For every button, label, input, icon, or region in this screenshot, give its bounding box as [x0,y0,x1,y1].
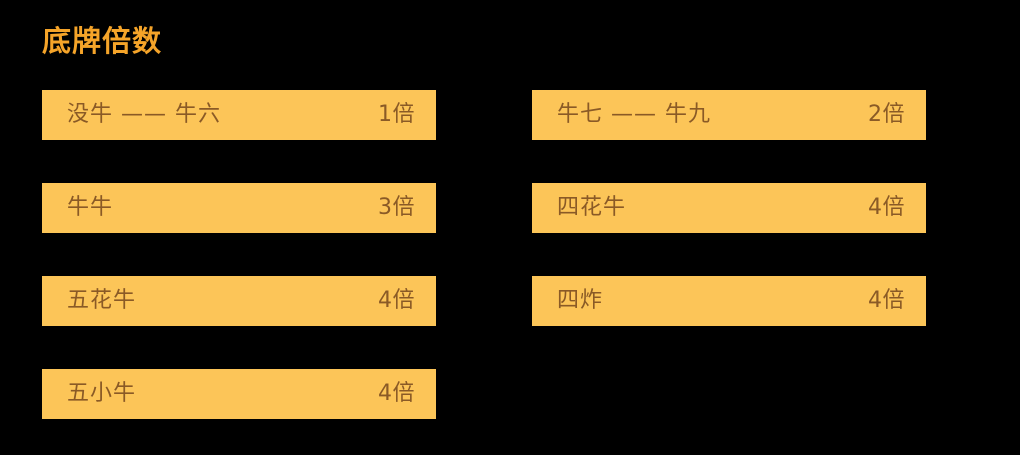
multiplier-label: 牛牛 [67,195,114,220]
multiplier-value: 1倍 [378,102,415,127]
multiplier-label: 四花牛 [557,195,627,220]
multiplier-label: 五花牛 [67,288,137,313]
list-item[interactable]: 四炸 4倍 [532,276,926,326]
multiplier-value: 2倍 [868,102,905,127]
list-item[interactable]: 四花牛 4倍 [532,183,926,233]
page-title: 底牌倍数 [42,24,163,58]
list-item[interactable]: 牛牛 3倍 [42,183,436,233]
multiplier-value: 4倍 [868,288,905,313]
multiplier-label: 牛七 —— 牛九 [557,102,711,127]
multiplier-list: 没牛 —— 牛六 1倍 牛牛 3倍 五花牛 4倍 五小牛 4倍 牛七 —— 牛九… [0,90,1020,430]
multiplier-label: 四炸 [557,288,604,313]
multiplier-value: 3倍 [378,195,415,220]
multiplier-value: 4倍 [868,195,905,220]
list-item[interactable]: 牛七 —— 牛九 2倍 [532,90,926,140]
list-item[interactable]: 五花牛 4倍 [42,276,436,326]
list-item[interactable]: 五小牛 4倍 [42,369,436,419]
multiplier-label: 没牛 —— 牛六 [67,102,221,127]
multiplier-label: 五小牛 [67,381,137,406]
multiplier-value: 4倍 [378,288,415,313]
multiplier-value: 4倍 [378,381,415,406]
list-item[interactable]: 没牛 —— 牛六 1倍 [42,90,436,140]
